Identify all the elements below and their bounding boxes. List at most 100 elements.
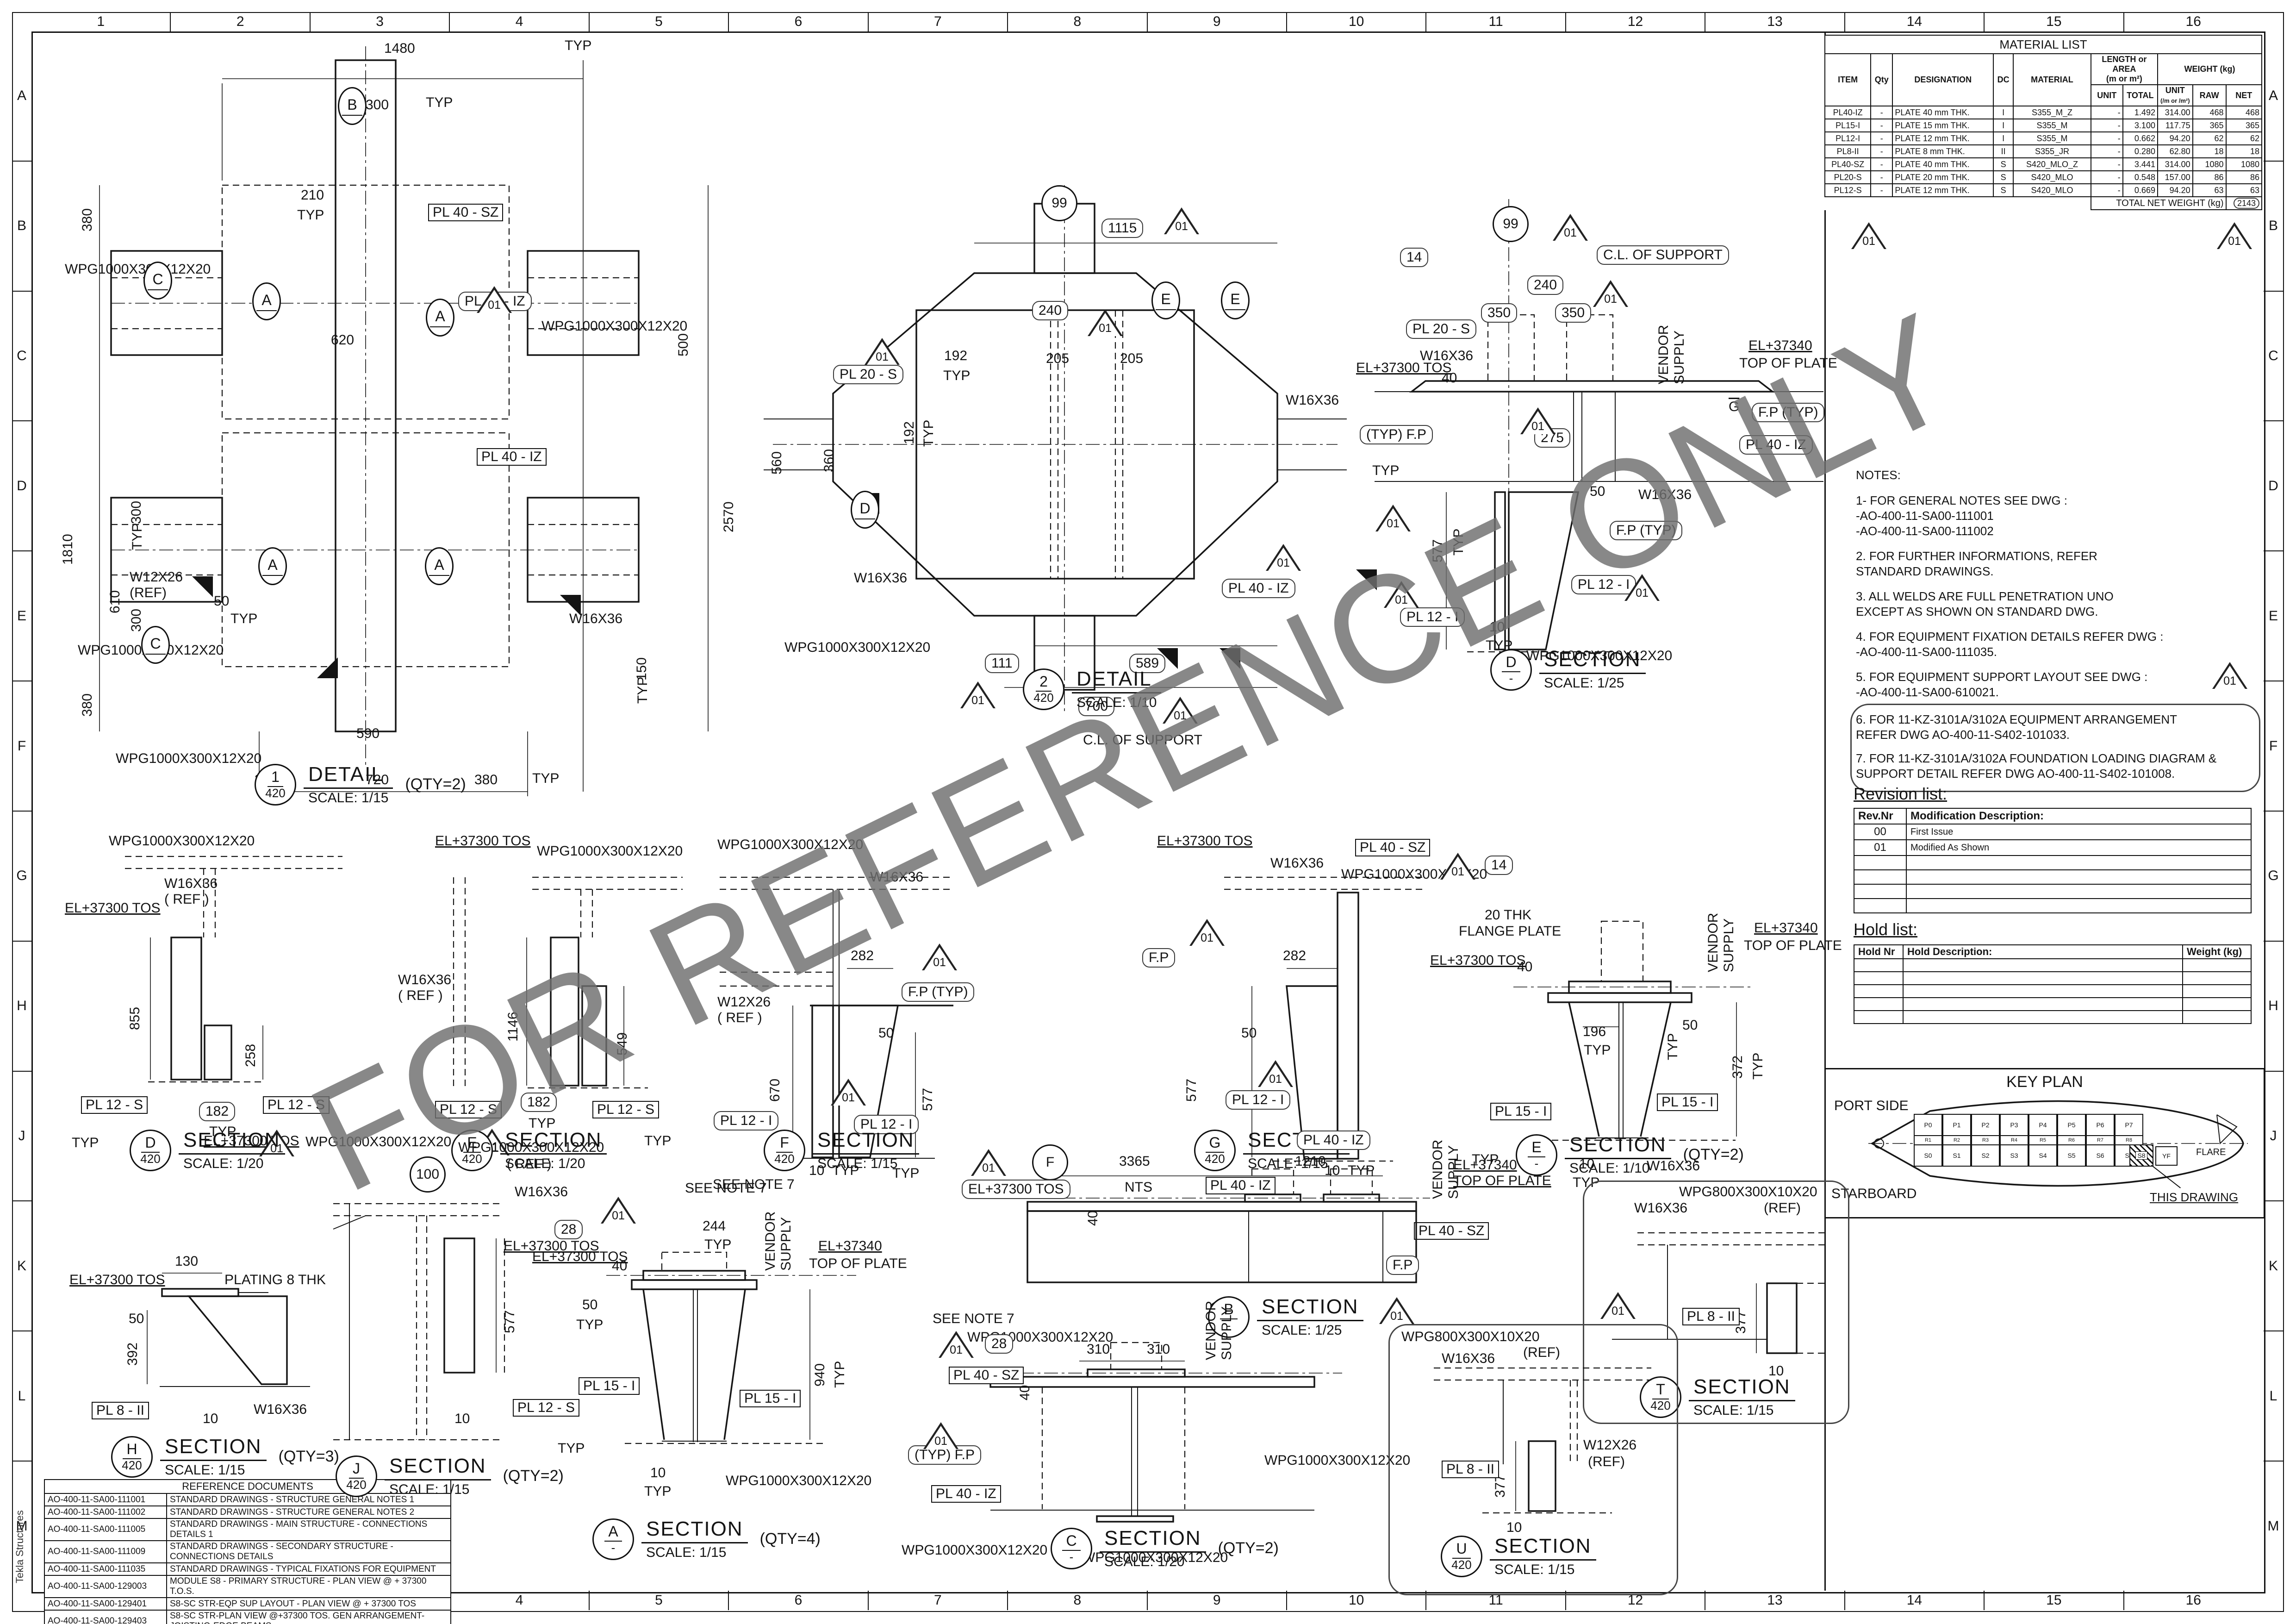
- part-label: 20 THK: [1485, 907, 1532, 923]
- note-label: SEE NOTE 7: [713, 1177, 795, 1192]
- part-label: PL 40 - IZ: [1297, 1131, 1370, 1150]
- part-label: WPG1000X300X12X20: [1526, 648, 1673, 663]
- cell: [1854, 971, 1904, 985]
- elevation-label: TOP OF PLATE: [1739, 356, 1837, 371]
- section-h-drawing: [147, 1273, 310, 1387]
- grid-row-label: H: [2264, 940, 2283, 1071]
- section-e-drawing: [453, 876, 683, 1089]
- cell: 1080: [2192, 157, 2227, 171]
- note-item: 5. FOR EQUIPMENT SUPPORT LAYOUT SEE DWG …: [1856, 670, 2148, 700]
- dim: 3365: [1119, 1154, 1150, 1169]
- part-label: W16X36: [569, 611, 623, 626]
- hold-list-title: Hold list:: [1854, 920, 1918, 939]
- section-u-drawing: [1434, 1367, 1651, 1514]
- keyplan-cell: R1: [1914, 1135, 1942, 1145]
- part-label: PL 40 - IZ: [1206, 1177, 1276, 1194]
- col-header: Weight (kg): [2182, 944, 2252, 959]
- dim: 40: [1017, 1385, 1033, 1400]
- dim: TYP: [1750, 1052, 1766, 1080]
- cell: 86: [2225, 170, 2263, 184]
- grid-row-label: C: [2264, 290, 2283, 421]
- cell: AO-400-11-SA00-111005: [44, 1518, 167, 1541]
- part-label: PL 15 - I: [1657, 1093, 1718, 1111]
- part-label: W16X36: [1634, 1200, 1688, 1216]
- dim: TYP: [1451, 528, 1466, 556]
- cell: STANDARD DRAWINGS - SECONDARY STRUCTURE …: [166, 1540, 451, 1563]
- grid-col-label: 13: [1705, 12, 1844, 31]
- cell: [1903, 984, 2183, 998]
- dim: 300: [129, 500, 144, 524]
- dim: TYP: [832, 1361, 847, 1388]
- weld-note: F.P: [1386, 1255, 1419, 1275]
- cell: PL20-S: [1824, 170, 1872, 184]
- col-header: MATERIAL: [2013, 53, 2091, 106]
- cell: I: [1993, 106, 2014, 119]
- cell: -: [2090, 131, 2123, 145]
- part-label: WPG1000X300X12X20: [902, 1543, 1048, 1558]
- elevation-label: EL+37340: [818, 1238, 882, 1254]
- col-header: Hold Nr: [1854, 944, 1904, 959]
- dim: 1210: [1295, 1154, 1326, 1169]
- dim: 10: [650, 1465, 666, 1480]
- dim: TYP: [704, 1237, 732, 1252]
- elevation-label: EL+37300 TOS: [1356, 360, 1452, 375]
- cell: 86: [2192, 170, 2227, 184]
- cell: I: [1993, 131, 2014, 145]
- material-list-total: 2143: [2225, 196, 2263, 210]
- cell: PL12-S: [1824, 183, 1872, 197]
- detail-2: 99 1115 240 192 TYP 205 205 192 TYP 560 …: [764, 185, 1347, 748]
- cell: AO-400-11-SA00-129401: [44, 1597, 167, 1611]
- grid-col-label: 8: [1007, 12, 1146, 31]
- section-cut-marker: A: [258, 547, 287, 585]
- vendor-supply-label: VENDOR SUPPLY: [1705, 912, 1736, 972]
- weld-note: TYP: [644, 1133, 672, 1149]
- part-label: PL 40 - IZ: [1222, 579, 1295, 598]
- cell: AO-400-11-SA00-111009: [44, 1540, 167, 1563]
- dim: 50: [214, 593, 230, 609]
- part-label: W12X26 ( REF ): [717, 994, 771, 1025]
- right-panel-divider: [1824, 31, 1826, 1591]
- elevation-label: EL+37340 TOP OF PLATE: [1453, 1157, 1551, 1188]
- keyplan-cell-this-drawing: S8: [2129, 1144, 2153, 1167]
- cell: -: [1870, 183, 1893, 197]
- grid-col-label: 15: [1984, 1591, 2123, 1610]
- elevation-label: EL+37300 TOS: [65, 900, 161, 916]
- part-label: PL 12 - S: [592, 1101, 659, 1118]
- dim: 10: [1506, 1520, 1522, 1535]
- dim: TYP: [426, 95, 453, 110]
- col-header: Rev.Nr: [1854, 808, 1907, 824]
- grid-col-label: 16: [2123, 12, 2263, 31]
- dim: 182: [199, 1102, 236, 1121]
- cell: 62: [2192, 131, 2227, 145]
- cell: STANDARD DRAWINGS - STRUCTURE GENERAL NO…: [166, 1505, 451, 1519]
- revision-triangle: 01: [1266, 544, 1301, 571]
- vendor-supply-label: VENDOR SUPPLY: [1656, 325, 1687, 384]
- cell: 0.662: [2122, 131, 2158, 145]
- part-label: PL 12 - S: [81, 1096, 148, 1114]
- dim: TYP: [230, 611, 258, 626]
- keyplan-cell: YF: [2155, 1146, 2178, 1166]
- grid-row-label: H: [12, 940, 31, 1071]
- part-label: WPG1000X300X12X20: [458, 1140, 604, 1155]
- cell: 314.00: [2157, 106, 2193, 119]
- dim: 10: [1489, 619, 1505, 635]
- cell: PLATE 12 mm THK.: [1892, 131, 1994, 145]
- cell: II: [1993, 144, 2014, 158]
- dim: 360: [821, 449, 837, 472]
- col-header: TOTAL: [2122, 84, 2158, 106]
- dim: 50: [1682, 1018, 1698, 1033]
- part-label: PL 40 - IZ: [931, 1485, 1001, 1503]
- note-label: C.L. OF SUPPORT: [1083, 732, 1202, 748]
- this-drawing-label: THIS DRAWING: [2150, 1190, 2239, 1204]
- port-side-label: PORT SIDE: [1834, 1098, 1909, 1113]
- revision-triangle: 01: [1851, 222, 1886, 249]
- grid-col-label: 6: [728, 1591, 867, 1610]
- material-list: MATERIAL LIST ITEM Qty DESIGNATION DC MA…: [1824, 35, 2263, 210]
- col-header: NET: [2225, 84, 2263, 106]
- cell: [1906, 869, 2252, 885]
